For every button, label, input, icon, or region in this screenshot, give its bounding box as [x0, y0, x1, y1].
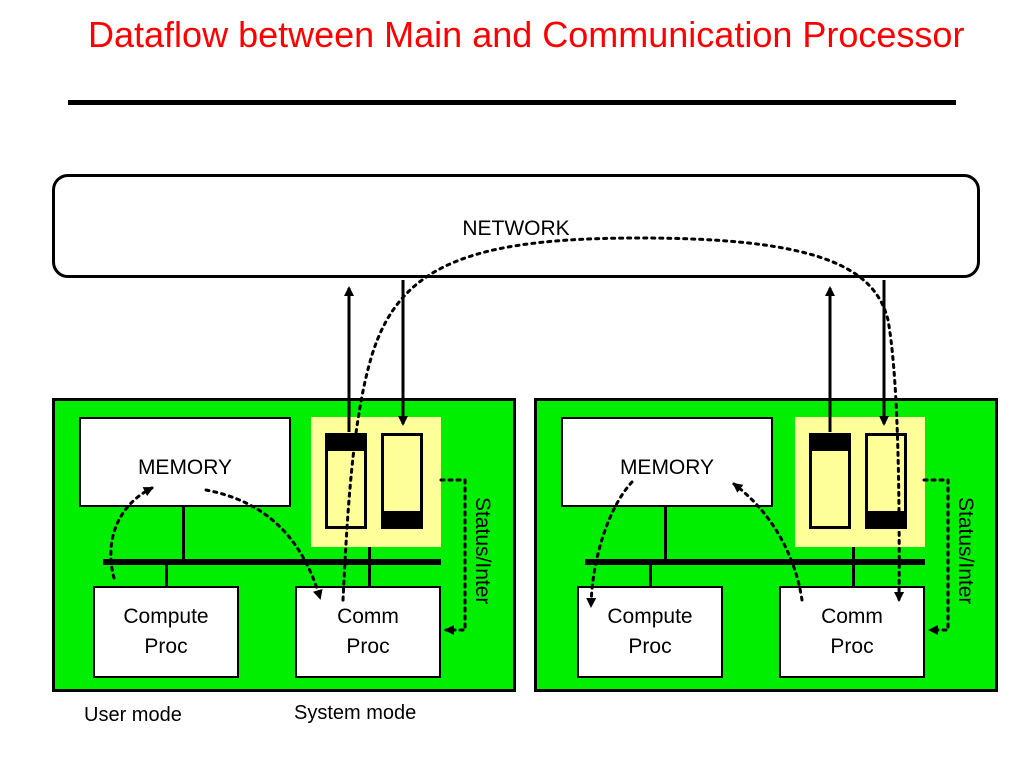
- node-right: MEMORY Compute Proc Comm Proc Status/Int…: [534, 398, 998, 692]
- queue-panel: [311, 417, 441, 547]
- network-box: NETWORK: [52, 174, 980, 278]
- title-underline: [68, 100, 956, 105]
- comm-bus-link: [368, 565, 371, 586]
- send-queue: [809, 433, 851, 529]
- node-left: MEMORY Compute Proc Comm Proc Status/Int…: [52, 398, 516, 692]
- status-inter-label: Status/Inter: [954, 497, 977, 605]
- page-title: Dataflow between Main and Communication …: [88, 14, 965, 55]
- compute-proc-box: Compute Proc: [93, 586, 239, 678]
- queue-bus-link: [852, 547, 855, 562]
- compute-bus-link: [649, 565, 652, 586]
- left-memory-to-comm-flow: [204, 488, 323, 600]
- system-bus: [103, 559, 441, 565]
- left-status-interrupt-flow: [439, 478, 467, 635]
- comm-proc-box: Comm Proc: [295, 586, 441, 678]
- comm-bus-link: [852, 565, 855, 586]
- memory-bus-link: [664, 507, 667, 562]
- left-compute-to-memory-flow: [109, 486, 154, 580]
- compute-proc-box: Compute Proc: [577, 586, 723, 678]
- system-mode-label: System mode: [294, 702, 417, 724]
- right-status-interrupt-flow: [922, 478, 950, 635]
- network-label: NETWORK: [462, 217, 570, 240]
- right-comm-to-memory-flow: [732, 482, 804, 602]
- memory-box: MEMORY: [79, 417, 291, 507]
- user-mode-label: User mode: [84, 704, 182, 726]
- queue-panel: [795, 417, 925, 547]
- receive-queue: [865, 433, 907, 529]
- queue-bus-link: [368, 547, 371, 562]
- memory-bus-link: [182, 507, 185, 562]
- right-memory-to-compute-flow: [586, 480, 634, 608]
- system-bus: [585, 559, 925, 565]
- compute-bus-link: [165, 565, 168, 586]
- receive-queue: [381, 433, 423, 529]
- status-inter-label: Status/Inter: [471, 497, 494, 605]
- network-transfer-flow: [341, 236, 905, 602]
